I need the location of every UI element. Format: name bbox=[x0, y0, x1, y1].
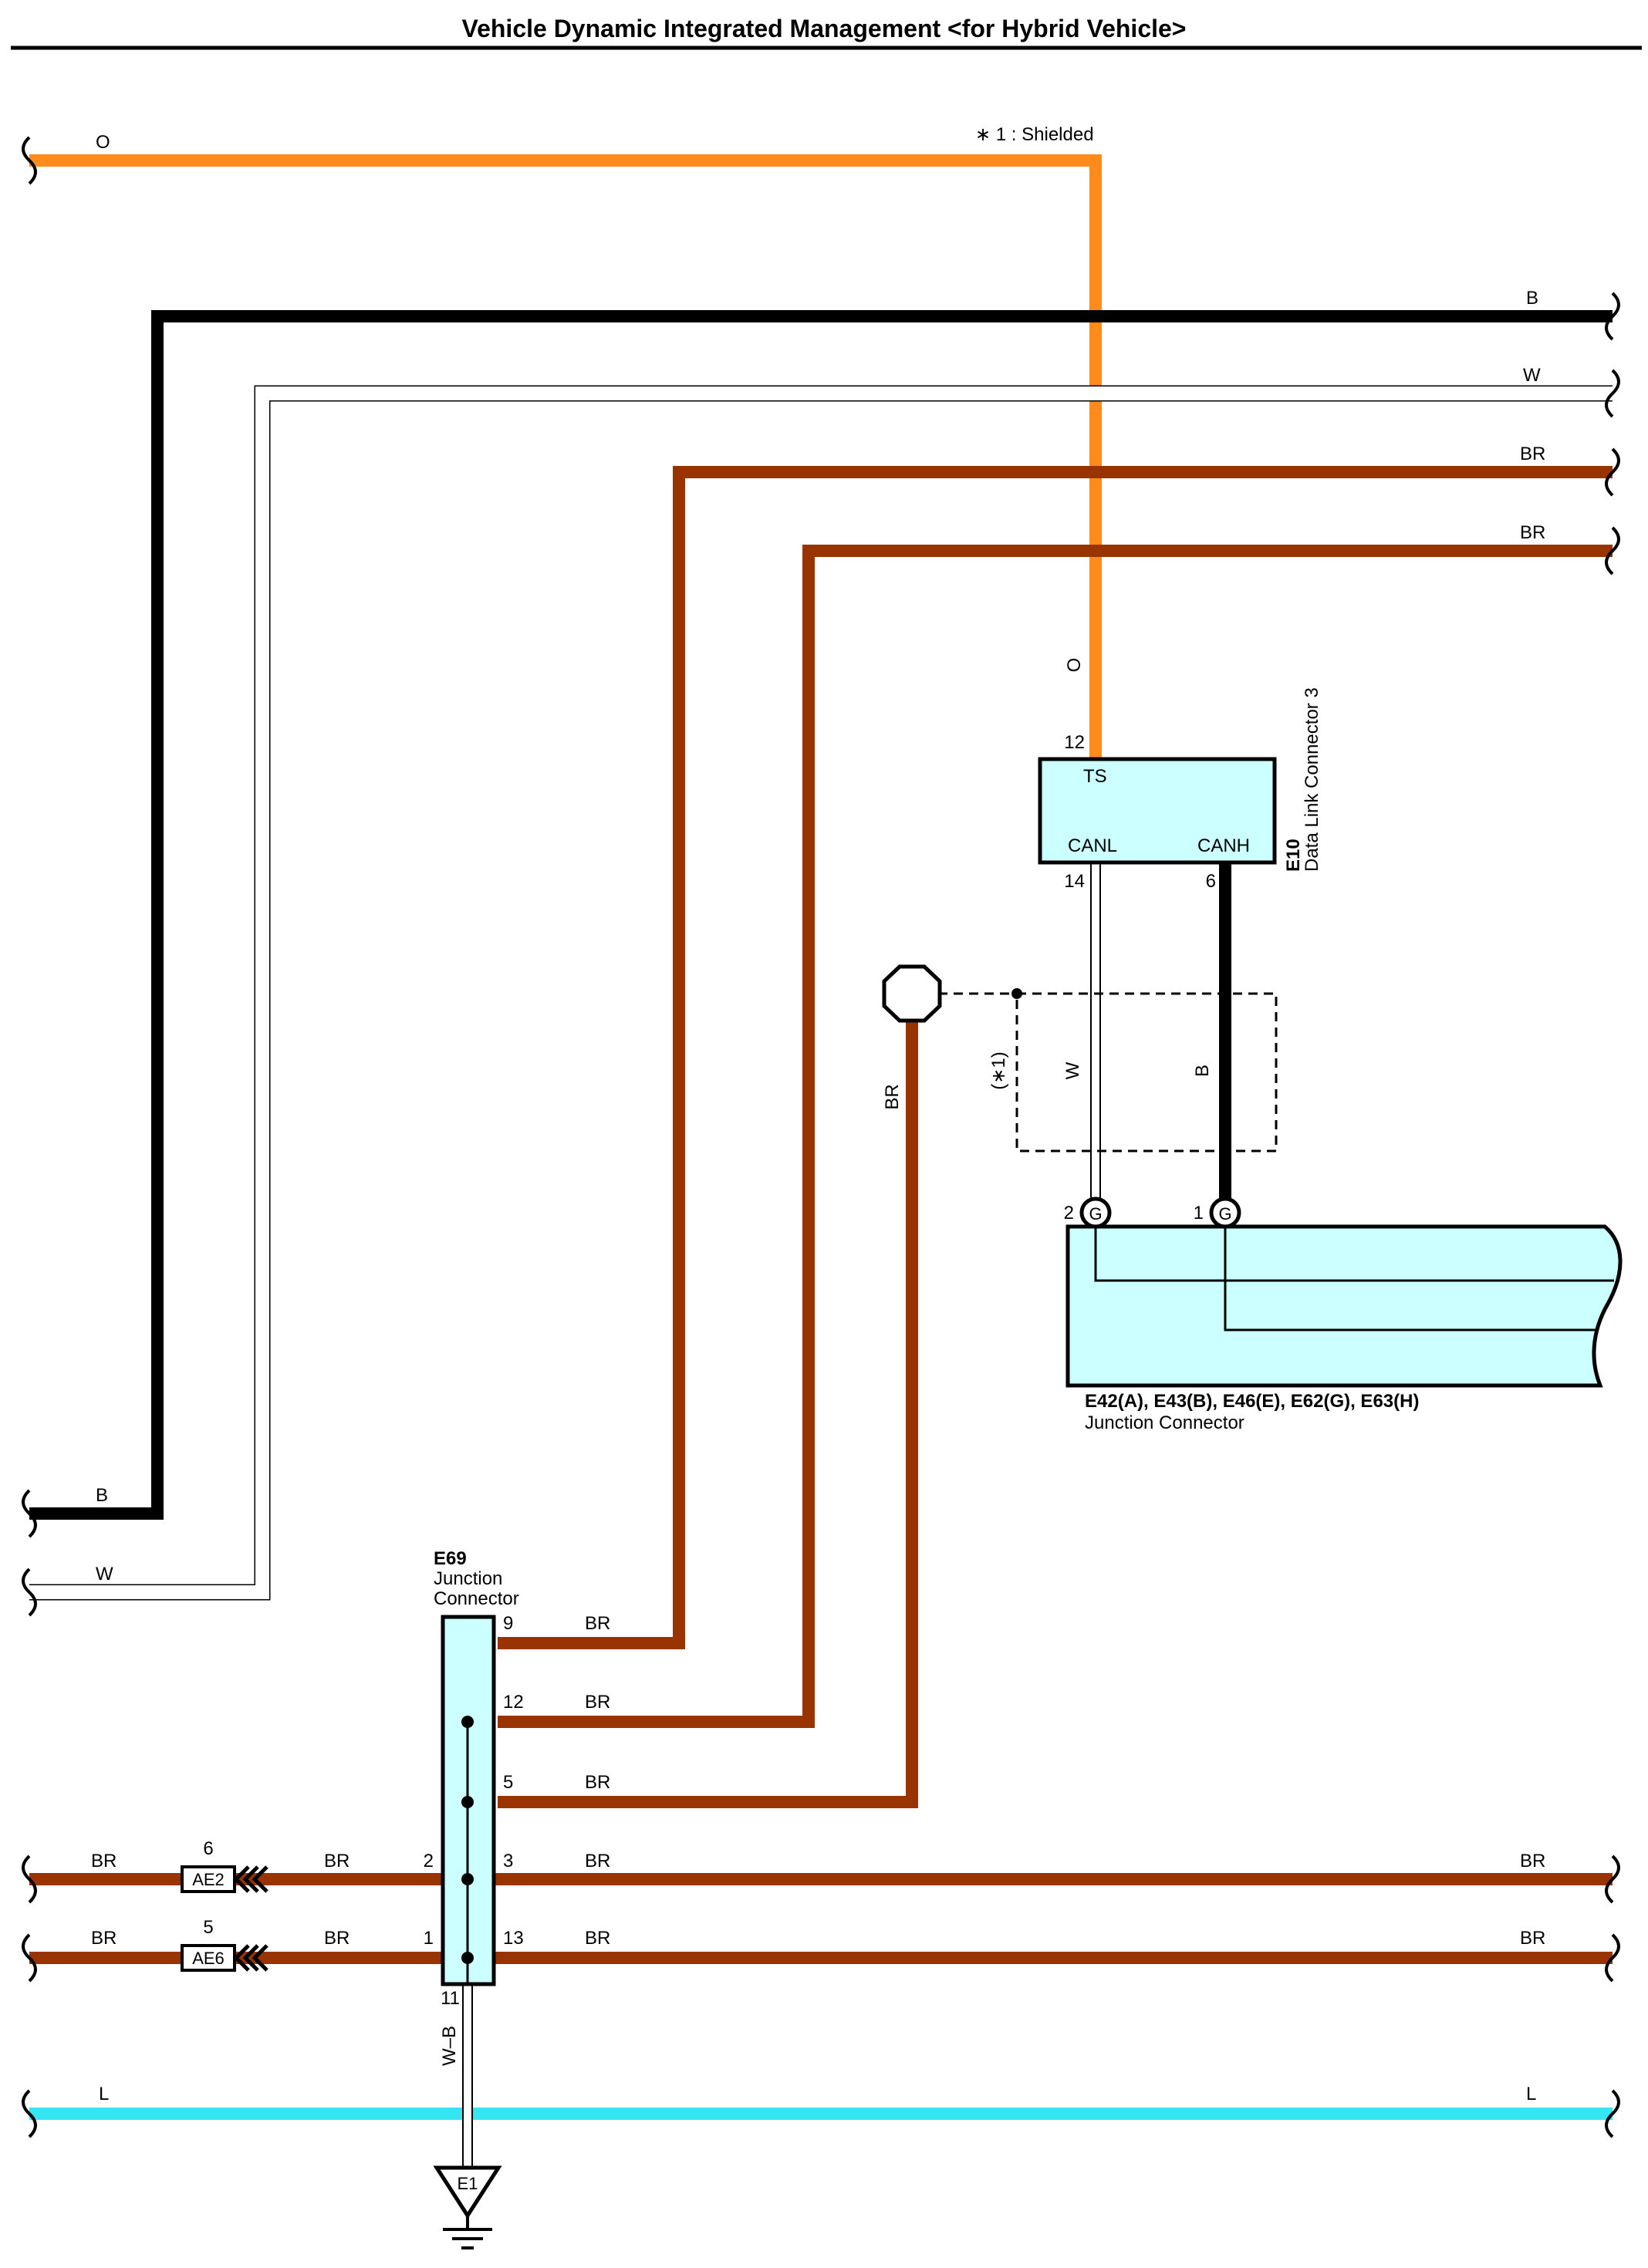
label-wb-ground: W–B bbox=[439, 2026, 460, 2066]
wire-br-pin12 bbox=[498, 545, 1613, 1728]
junction-g-name: Junction Connector bbox=[1085, 1412, 1244, 1433]
e10-pin-canh: 6 bbox=[1206, 871, 1216, 892]
e69-pin-5: 5 bbox=[503, 1772, 513, 1793]
e10-terminal-canl: CANL bbox=[1068, 835, 1117, 856]
ae6-connector bbox=[181, 1944, 236, 1972]
wire-end-icon bbox=[1605, 369, 1620, 418]
wire-end-icon bbox=[1605, 2089, 1620, 2138]
e69-pin-3: 3 bbox=[503, 1851, 513, 1871]
ae6-label: AE6 bbox=[192, 1949, 225, 1968]
e69-pin-12: 12 bbox=[503, 1692, 524, 1713]
e10-terminal-ts: TS bbox=[1083, 766, 1107, 787]
wire-end-icon bbox=[22, 1933, 37, 1983]
label-b-can: B bbox=[1192, 1065, 1213, 1077]
label-br-row13-left: BR bbox=[91, 1928, 117, 1949]
shield-dot bbox=[1011, 988, 1022, 999]
e10-name: Data Link Connector 3 bbox=[1302, 687, 1322, 872]
shield-box bbox=[1015, 992, 1278, 1153]
junction-g-pin-canh: 1 bbox=[1194, 1203, 1204, 1223]
junction-g-ids: E42(A), E43(B), E46(E), E62(G), E63(H) bbox=[1085, 1391, 1419, 1412]
label-w-can: W bbox=[1062, 1061, 1083, 1079]
e69-pin-11: 11 bbox=[441, 1988, 460, 2009]
wire-b bbox=[29, 310, 1613, 1520]
label-br-pin12: BR bbox=[585, 1692, 610, 1713]
e69-pin-2: 2 bbox=[424, 1851, 434, 1871]
junction-g-bus-canl bbox=[1094, 1214, 1614, 1282]
e69-pin-1: 1 bbox=[424, 1928, 434, 1949]
wire-end-icon bbox=[22, 1568, 37, 1617]
label-b-top-right: B bbox=[1526, 288, 1538, 309]
ae6-pin: 5 bbox=[203, 1917, 213, 1938]
ae6-chevron-icon bbox=[233, 1944, 268, 1972]
e10-id: E10 bbox=[1283, 839, 1304, 872]
label-br-row3-mid: BR bbox=[324, 1851, 350, 1871]
label-w-top-right: W bbox=[1523, 365, 1541, 386]
e69-pin-13: 13 bbox=[503, 1928, 524, 1949]
label-w-left-bottom: W bbox=[96, 1564, 113, 1585]
junction-g-pin-canl: 2 bbox=[1064, 1203, 1074, 1223]
e69-name-line2: Connector bbox=[434, 1588, 519, 1609]
wire-br-pin5 bbox=[498, 995, 918, 1808]
label-l-left: L bbox=[99, 2084, 109, 2104]
shield-note: ∗ 1 : Shielded bbox=[975, 124, 1094, 145]
label-b-left-bottom: B bbox=[96, 1485, 108, 1506]
wire-end-icon bbox=[1605, 1855, 1620, 1904]
e69-name-line1: Junction bbox=[434, 1568, 502, 1589]
wire-br-pin9 bbox=[498, 466, 1613, 1649]
label-br-pin9: BR bbox=[585, 1613, 610, 1634]
junction-g-connector bbox=[1065, 1224, 1623, 1388]
junction-g-pin-canl-icon bbox=[1079, 1196, 1112, 1229]
junction-g-pin-canh-icon bbox=[1209, 1196, 1241, 1229]
wire-end-icon bbox=[1605, 292, 1620, 341]
label-l-right: L bbox=[1526, 2084, 1536, 2104]
label-br-row13-right-b: BR bbox=[1520, 1928, 1545, 1949]
e10-terminal-canh: CANH bbox=[1197, 835, 1250, 856]
label-br-row3-left: BR bbox=[91, 1851, 117, 1871]
wire-end-icon bbox=[1605, 1933, 1620, 1983]
e69-node bbox=[461, 1716, 474, 1728]
label-br-row3-right-a: BR bbox=[585, 1851, 610, 1871]
ground-label: E1 bbox=[458, 2174, 478, 2193]
label-br-top-right-1: BR bbox=[1520, 444, 1545, 464]
wire-end-icon bbox=[22, 1489, 37, 1538]
e10-pin-canl: 14 bbox=[1064, 871, 1085, 892]
junction-g-pin-mark-canl: G bbox=[1089, 1204, 1102, 1223]
e10-pin-ts: 12 bbox=[1064, 732, 1085, 753]
e10-connector bbox=[1038, 757, 1277, 865]
ground-e1-icon bbox=[433, 2165, 502, 2219]
junction-g-bus-canh bbox=[1224, 1214, 1596, 1331]
e69-node bbox=[461, 1952, 474, 1964]
wire-end-icon bbox=[22, 1855, 37, 1904]
label-br-top-right-2: BR bbox=[1520, 522, 1545, 543]
wire-end-marks bbox=[22, 136, 1620, 2138]
e10-label-group: E10 Data Link Connector 3 bbox=[1283, 687, 1322, 872]
label-br-row13-mid: BR bbox=[324, 1928, 350, 1949]
e69-node bbox=[461, 1873, 474, 1885]
ae2-label: AE2 bbox=[192, 1870, 225, 1889]
wire-end-icon bbox=[22, 2089, 37, 2138]
label-br-row3-right-b: BR bbox=[1520, 1851, 1545, 1871]
page-title: Vehicle Dynamic Integrated Management <f… bbox=[462, 15, 1187, 42]
e69-node bbox=[461, 1796, 474, 1808]
wire-end-icon bbox=[1605, 447, 1620, 497]
shield-ground-octagon-icon bbox=[882, 964, 942, 1023]
e69-pin-9: 9 bbox=[503, 1613, 513, 1634]
wire-w bbox=[29, 386, 1613, 1599]
label-br-pin5: BR bbox=[585, 1772, 610, 1793]
ae2-pin: 6 bbox=[203, 1838, 213, 1859]
label-br-shield-drain: BR bbox=[882, 1084, 903, 1109]
wire-o bbox=[29, 154, 1102, 760]
label-shield-mark: (∗1) bbox=[988, 1051, 1009, 1089]
wire-end-icon bbox=[22, 136, 37, 185]
label-br-row13-right-a: BR bbox=[585, 1928, 610, 1949]
label-o-top: O bbox=[96, 132, 110, 153]
label-o-vertical: O bbox=[1064, 658, 1085, 673]
junction-g-pin-mark-canh: G bbox=[1218, 1204, 1231, 1223]
e69-id: E69 bbox=[434, 1548, 467, 1569]
wire-end-icon bbox=[1605, 526, 1620, 575]
ae2-chevron-icon bbox=[233, 1865, 268, 1893]
